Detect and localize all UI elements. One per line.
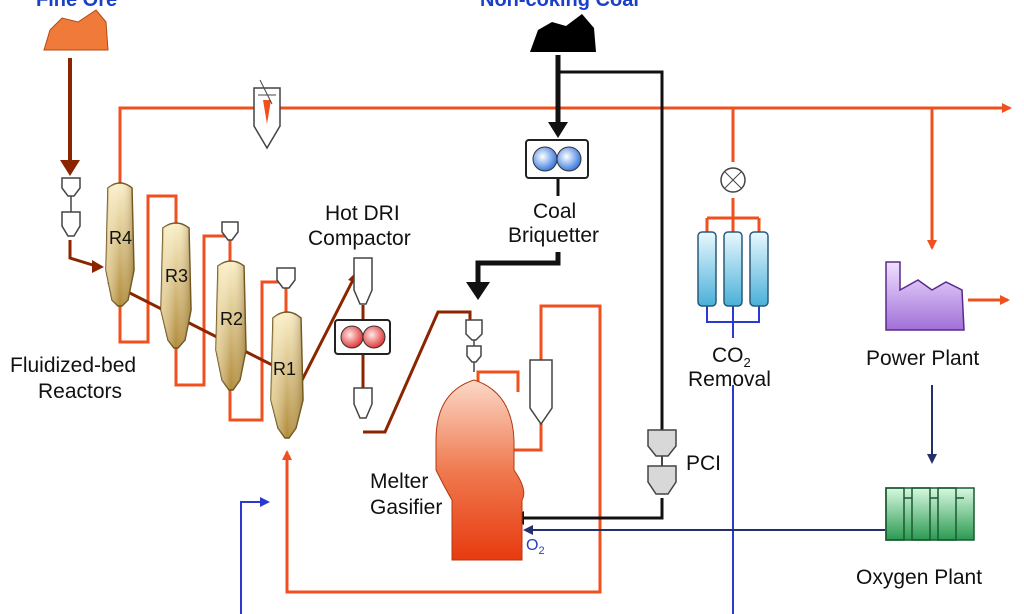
coal-briquetter-label-line2: Briquetter [508,224,599,247]
melter-cyclone-icon [529,359,553,426]
pci-coal-line [558,70,664,430]
compactor-to-melter-line [363,310,472,434]
hot-dri-label-line2: Compactor [308,227,411,250]
fluidized-bed-label-line2: Reactors [38,380,122,403]
reactor-r3: R3 [160,222,192,349]
ore-feed-hopper-icon [61,177,81,237]
reactor-gas-r3-r4 [118,194,178,344]
melter-gas-loop [282,304,602,594]
melter-feed-hoppers-icon [465,319,483,372]
reactor-r2-label: R2 [220,309,243,329]
fine-ore-label: Fine Ore [36,0,117,11]
briquetter-to-melter-arrow [466,282,490,300]
fine-ore-pile-icon [43,9,109,51]
oxygen-plant-icon [885,487,975,541]
co2-removal-unit [697,231,769,307]
co2-removal-label-line2: Removal [688,368,771,391]
ore-to-r4-arrow [92,260,104,273]
melter-gasifier-label-line1: Melter [370,470,428,493]
recycle-gas-line [240,497,270,614]
co2-manifold-bottom [706,306,760,338]
coal-pile-icon [530,14,596,52]
r1-to-compactor-line [296,275,357,389]
cyclone-return-line [514,420,543,452]
power-plant-label: Power Plant [866,347,979,370]
coal-briquetter [525,139,589,179]
pci-to-melter-line [522,498,664,520]
melter-gasifier-label-line2: Gasifier [370,496,442,519]
reactor-r3-label: R3 [165,266,188,286]
coal-feed-arrow [548,122,568,138]
export-gas-line [118,103,1012,185]
briquetter-to-melter-line [475,252,561,290]
fine-ore-feed-arrow [60,160,80,176]
oxygen-plant-label: Oxygen Plant [856,566,982,589]
reactor-r4-label: R4 [109,228,132,248]
r2-hopper-icon [221,221,239,241]
reactor-gas-r2-r3 [174,234,232,387]
pci-injector-icon [647,429,677,495]
fluidized-bed-label-line1: Fluidized-bed [10,354,136,377]
co2-removal-label: CO2 [712,344,751,370]
reactor-r1-label: R1 [273,359,296,379]
r1-hopper-icon [276,267,296,289]
ore-cascade-line [107,280,299,380]
hot-dri-label-line1: Hot DRI [325,202,400,225]
export-cyclone-icon [253,79,281,150]
reactor-r2: R2 [215,260,247,391]
reactor-r1: R1 [270,311,304,439]
pci-label: PCI [686,452,721,475]
ore-to-r4-line [68,240,97,268]
reactor-r4: R4 [105,182,135,307]
hot-dri-compactor [334,257,391,419]
o2-label: O2 [526,537,545,557]
non-coking-coal-label: Non-coking Coal [480,0,639,11]
power-plant-icon [885,261,965,331]
co2-compressor-icon [720,167,746,193]
coal-briquetter-label-line1: Coal [533,200,576,223]
co2-manifold-top [705,198,761,232]
melter-gasifier-vessel [435,379,525,561]
